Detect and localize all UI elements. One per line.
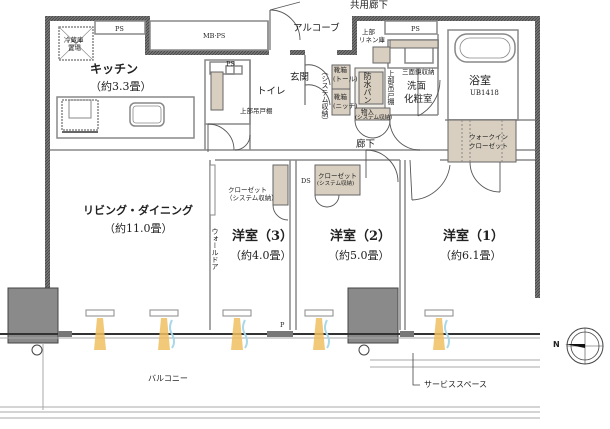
- wall-door-label: ウォールドア: [211, 228, 219, 270]
- shoe-tall-2: (トール): [333, 75, 358, 83]
- kitchen-name: キッチン: [90, 62, 139, 76]
- shoe-niche-1: 靴箱: [334, 93, 347, 101]
- storage-blocks: [210, 39, 517, 206]
- compass-icon: [565, 327, 604, 365]
- ps-kitchen-label: PS: [115, 25, 124, 33]
- storage-label-1: 物入: [361, 108, 374, 116]
- closet3-label-2: （システム収納）: [226, 194, 278, 202]
- fridge-space-label-1: 冷蔵庫: [64, 36, 84, 44]
- ps-wash-label: PS: [411, 25, 420, 33]
- western3-name: 洋室（3）: [232, 229, 294, 244]
- washroom-line1: 洗面: [407, 81, 427, 92]
- doors: [207, 1, 501, 221]
- waterproof-pan-label: 防水パン: [363, 72, 372, 104]
- closet3-label-1: クローゼット: [228, 186, 267, 194]
- pipe-label: P: [280, 321, 285, 329]
- mbps-label: MB·PS: [203, 32, 226, 40]
- western2-name: 洋室（2）: [330, 229, 392, 244]
- linen-label-2: リネン庫: [359, 36, 385, 44]
- toilet-label: トイレ: [257, 86, 286, 97]
- common-corridor-label: 共用廊下: [350, 0, 389, 11]
- fridge-space-label-2: 置場: [68, 44, 81, 52]
- walkin-label-1: ウォークイン: [469, 133, 508, 141]
- balcony-structure: [0, 287, 540, 419]
- closet2-label-1: クローゼット: [318, 172, 357, 180]
- living-dining-area: （約11.0畳）: [104, 222, 173, 235]
- kitchen-area: （約3.3畳）: [90, 80, 152, 93]
- north-label: N: [553, 340, 560, 349]
- balcony-label: バルコニー: [148, 374, 188, 383]
- closet2-label-2: (システム収納): [317, 181, 355, 187]
- western2-area: （約5.0畳）: [328, 249, 390, 262]
- entrance-label: 玄関: [290, 72, 310, 83]
- walkin-rails: [461, 120, 503, 162]
- shoe-niche-2: (ニッチ): [333, 102, 358, 110]
- western1-name: 洋室（1）: [443, 229, 505, 244]
- wall-door-strip: [209, 164, 216, 216]
- alcove-label: アルコーブ: [293, 23, 340, 34]
- bathroom-label: 浴室: [469, 74, 491, 87]
- bathroom-model: UB1418: [470, 89, 499, 97]
- exterior-walls: [45, 16, 540, 298]
- interior-walls: [50, 10, 535, 330]
- western3-area: （約4.0畳）: [230, 249, 292, 262]
- ds-label: DS: [301, 177, 311, 185]
- service-space-label: サービススペース: [424, 380, 488, 389]
- ps-toilet-label: PS: [226, 60, 235, 68]
- wash-upper-cabinet: 上部吊戸棚: [387, 70, 395, 105]
- service-space-leader: [412, 353, 420, 386]
- window-lights: [85, 309, 454, 350]
- living-dining-name: リビング・ダイニング: [83, 204, 193, 217]
- storage-label-2: (システム収納): [355, 115, 393, 121]
- washroom-line2: 化粧室: [404, 94, 433, 105]
- three-mirror-storage: 三面鏡収納: [402, 68, 435, 76]
- walkin-label-2: クローゼット: [469, 142, 508, 150]
- toilet-upper-cabinet: 上部吊戸棚: [240, 107, 273, 115]
- western1-area: （約6.1畳）: [440, 249, 502, 262]
- entrance-system-storage: （システム収納）: [321, 68, 329, 124]
- hallway-label: 廊下: [356, 139, 376, 150]
- linen-label-1: 上部: [362, 28, 375, 36]
- shoe-tall-1: 靴箱: [334, 66, 347, 74]
